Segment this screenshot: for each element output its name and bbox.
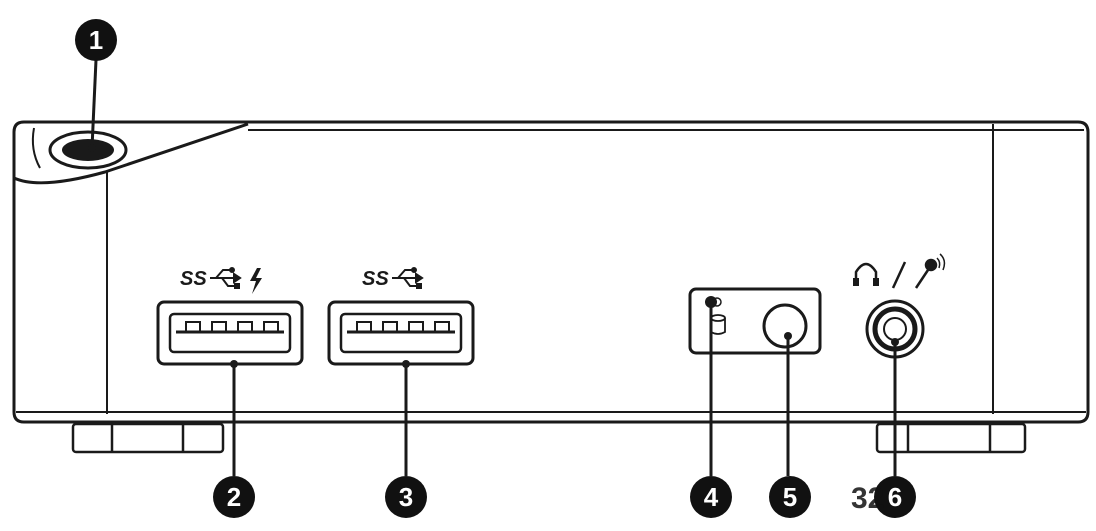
power-button-inner (62, 139, 114, 161)
audio-icons (853, 253, 946, 289)
watermark-text: 32 (851, 482, 884, 515)
usb-icon (392, 267, 424, 289)
callout-number-2: 2 (227, 482, 241, 512)
left-bevel-inner (31, 127, 41, 169)
led-ir-panel-frame (688, 287, 822, 355)
callout-badge-2: 2 (213, 476, 255, 518)
callout-badge-4: 4 (690, 476, 732, 518)
usb-icon (210, 267, 242, 289)
usb-ss-label: SS (362, 268, 389, 290)
usb-charging-ss-label: SS (180, 268, 207, 290)
usb-charging-port-label: SS (180, 267, 262, 294)
callout-number-6: 6 (888, 482, 902, 512)
audio-jack-hole (883, 317, 907, 341)
hard-drive-icon (710, 314, 726, 335)
headphone-icon (854, 262, 878, 282)
ir-receiver-window (762, 303, 808, 349)
left-bevel (13, 122, 249, 185)
lightning-icon (250, 268, 262, 294)
callout-number-5: 5 (783, 482, 797, 512)
callout-leaders (90, 59, 897, 476)
callout-number-1: 1 (89, 25, 103, 55)
led-ir-panel (688, 287, 822, 355)
callout-badge-3: 3 (385, 476, 427, 518)
device-feet (71, 422, 1027, 454)
callout-1-leader (90, 59, 98, 149)
usb-port[interactable] (327, 300, 475, 366)
callout-badge-1: 1 (75, 19, 117, 61)
microphone-icon (914, 253, 946, 289)
device-outline (12, 120, 1090, 424)
usb-port-charging[interactable] (156, 300, 304, 366)
usb-port-housing (327, 300, 475, 366)
left-foot (71, 422, 225, 454)
callout-number-3: 3 (399, 482, 413, 512)
usb-port-charging-slot (168, 312, 292, 354)
power-button-outer (48, 130, 128, 170)
callout-badge-6: 6 (874, 476, 916, 518)
ir-receiver (762, 303, 808, 349)
callout-number-4: 4 (704, 482, 719, 512)
usb-port-label: SS (362, 267, 424, 290)
right-foot (875, 422, 1027, 454)
power-button[interactable] (48, 130, 128, 170)
callout-badge-5: 5 (769, 476, 811, 518)
device-body (12, 120, 1090, 424)
audio-icon-separator (891, 261, 907, 289)
usb-port-slot (339, 312, 463, 354)
